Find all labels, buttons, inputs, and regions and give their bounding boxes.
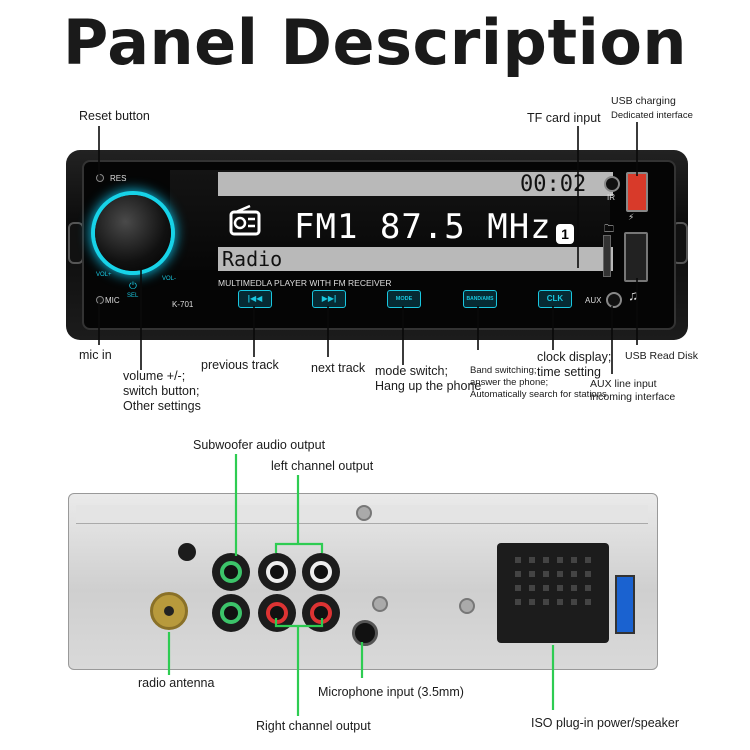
label-left-channel-output: left channel output	[271, 459, 374, 473]
ir-sensor	[604, 176, 620, 192]
frequency-readout: FM1 87.5 MHz	[294, 207, 552, 247]
label-clock-display: clock display; time setting	[537, 350, 612, 379]
label-iso-plug: ISO plug-in power/speaker	[531, 716, 679, 730]
mode-button[interactable]: MODE	[387, 290, 421, 308]
lcd-bottom-strip	[218, 247, 613, 271]
previous-track-button[interactable]: |◀◀	[238, 290, 272, 308]
radio-icon	[229, 204, 261, 236]
front-leader-lines	[98, 122, 638, 374]
right-screw	[459, 598, 475, 614]
clock-readout: 00:02	[520, 172, 587, 197]
label-band-switching: Band switching; answer the phone; Automa…	[470, 365, 607, 400]
iso-connector	[497, 543, 609, 643]
folder-icon: 🗀	[604, 224, 614, 235]
charge-icon: ⚡	[628, 212, 635, 222]
rear-leader-lines	[167, 454, 555, 716]
res-label: RES	[110, 174, 127, 183]
label-reset-button: Reset button	[79, 109, 150, 123]
page-title: Panel Description	[62, 6, 688, 79]
label-volume: volume +/-; switch button; Other setting…	[123, 369, 201, 413]
label-previous-track: previous track	[201, 358, 279, 372]
radio-antenna-jack	[150, 592, 188, 630]
label-subwoofer-output: Subwoofer audio output	[193, 438, 326, 452]
label-microphone-input: Microphone input (3.5mm)	[318, 685, 464, 699]
music-note-icon: ♫	[628, 287, 639, 303]
volume-knob[interactable]	[95, 195, 171, 271]
rear-mount-hole	[178, 543, 196, 561]
mode-readout: Radio	[222, 247, 283, 271]
middle-screw	[372, 596, 388, 612]
left-channel-rca-1	[258, 553, 296, 591]
model-text: K-701	[172, 300, 194, 309]
usb-disk-port[interactable]	[624, 232, 648, 282]
left-channel-rca-2	[302, 553, 340, 591]
label-usb-charging: USB charging	[611, 95, 676, 107]
next-track-button[interactable]: ▶▶|	[312, 290, 346, 308]
vol-minus-label: VOL-	[162, 276, 177, 282]
sel-label: SEL	[127, 293, 139, 299]
product-line-text: MULTIMEDLA PLAYER WITH FM RECEIVER	[218, 278, 392, 288]
label-next-track: next track	[311, 361, 366, 375]
label-aux-input: AUX line input incoming interface	[590, 378, 676, 403]
aux-port[interactable]	[606, 292, 622, 308]
label-usb-charging-sub: Dedicated interface	[611, 110, 693, 121]
band-badge: 1	[556, 224, 574, 244]
lcd-top-strip	[218, 172, 613, 196]
microphone-jack	[352, 620, 378, 646]
leader-right-bracket	[274, 618, 324, 628]
subwoofer-rca-bottom	[212, 594, 250, 632]
mic-label: MIC	[105, 296, 120, 305]
ir-label: IR	[607, 193, 615, 202]
label-mic-in: mic in	[79, 348, 112, 362]
subwoofer-rca-top	[212, 553, 250, 591]
aux-label: AUX	[585, 296, 602, 305]
label-usb-read-disk: USB Read Disk	[625, 350, 698, 362]
top-screw	[356, 505, 372, 521]
power-icon: ⏻	[129, 281, 137, 292]
mic-hole	[96, 296, 104, 304]
label-radio-antenna: radio antenna	[138, 676, 215, 690]
label-mode-switch: mode switch; Hang up the phone	[375, 364, 482, 393]
label-right-channel-output: Right channel output	[256, 719, 371, 733]
reset-hole[interactable]	[96, 174, 104, 182]
vol-plus-label: VOL+	[96, 272, 112, 278]
leader-left-bracket	[274, 542, 324, 553]
label-tf-card-input: TF card input	[527, 111, 601, 125]
clk-button[interactable]: CLK	[538, 290, 572, 308]
fuse	[615, 575, 635, 634]
tf-card-slot[interactable]	[603, 235, 611, 277]
band-button[interactable]: BAND/AMS	[463, 290, 497, 308]
